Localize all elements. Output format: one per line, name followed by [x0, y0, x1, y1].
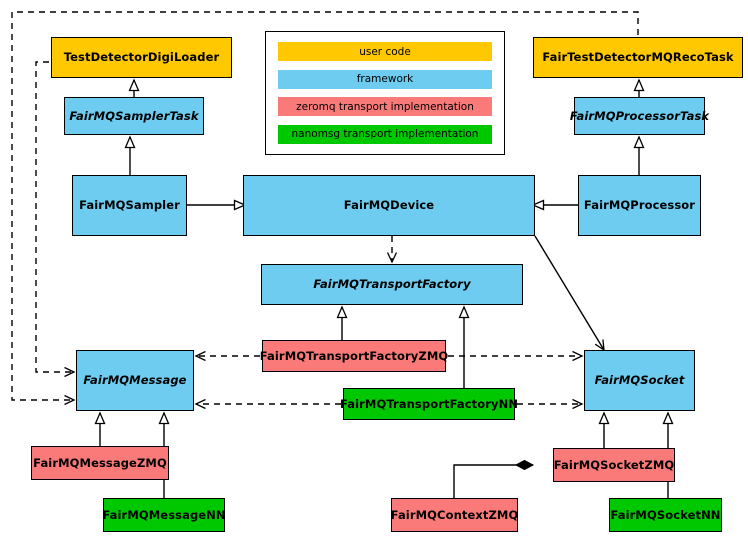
- class-node-label: FairMQProcessorTask: [569, 108, 710, 123]
- class-node-fairtestdetectormqrecotask: FairTestDetectorMQRecoTask: [533, 37, 743, 78]
- legend-item-framework: framework: [278, 69, 492, 89]
- legend-label: framework: [356, 73, 414, 86]
- class-node-fairmqprocessortask: FairMQProcessorTask: [570, 97, 709, 135]
- class-node-label: FairMQTransportFactoryNN: [339, 396, 519, 411]
- class-node-fairmqtransportfactoryzmq: FairMQTransportFactoryZMQ: [259, 340, 449, 372]
- class-node-label: FairMQMessageNN: [102, 507, 226, 522]
- class-node-label: TestDetectorDigiLoader: [63, 50, 220, 65]
- legend: user code framework zeromq transport imp…: [265, 31, 505, 155]
- class-node-fairmqprocessor: FairMQProcessor: [578, 175, 701, 236]
- class-node-fairmqsampler: FairMQSampler: [72, 175, 187, 236]
- class-node-fairmqcontextzmq: FairMQContextZMQ: [391, 498, 518, 532]
- class-node-testdetectordigiloader: TestDetectorDigiLoader: [51, 37, 232, 78]
- class-node-fairmqtransportfactorynn: FairMQTransportFactoryNN: [339, 388, 519, 420]
- class-node-label: FairMQTransportFactory: [313, 277, 471, 292]
- class-node-label: FairMQMessageZMQ: [33, 455, 167, 470]
- edge-contextzmq-to-socketzmq: [453, 465, 533, 498]
- class-node-label: FairMQSampler: [79, 198, 180, 213]
- class-node-fairmqmessagezmq: FairMQMessageZMQ: [31, 446, 169, 480]
- legend-item-user-code: user code: [278, 42, 492, 61]
- class-node-fairmqmessage: FairMQMessage: [76, 350, 194, 411]
- class-node-label: FairMQProcessor: [583, 198, 696, 213]
- class-node-fairmqsocketzmq: FairMQSocketZMQ: [553, 448, 675, 482]
- legend-item-zeromq: zeromq transport implementation: [278, 97, 492, 117]
- class-node-fairmqsocket: FairMQSocket: [584, 350, 695, 411]
- edge-device-to-socket: [534, 235, 605, 352]
- legend-label: user code: [359, 45, 411, 58]
- class-node-fairmqsocketnn: FairMQSocketNN: [609, 498, 722, 532]
- legend-item-nanomsg: nanomsg transport implementation: [278, 124, 492, 144]
- class-node-fairmqtransportfactory: FairMQTransportFactory: [261, 264, 523, 305]
- class-node-label: FairMQContextZMQ: [390, 507, 519, 522]
- class-node-label: FairMQSocketZMQ: [553, 457, 675, 472]
- class-node-label: FairMQDevice: [343, 198, 435, 213]
- class-node-fairmqsamplertask: FairMQSamplerTask: [64, 97, 204, 135]
- class-node-label: FairMQSamplerTask: [69, 108, 199, 123]
- class-node-fairmqmessagenn: FairMQMessageNN: [102, 498, 226, 532]
- class-node-label: FairTestDetectorMQRecoTask: [542, 50, 734, 65]
- class-node-label: FairMQSocket: [594, 373, 685, 388]
- class-node-fairmqdevice: FairMQDevice: [243, 175, 535, 236]
- legend-label: nanomsg transport implementation: [291, 128, 479, 141]
- class-node-label: FairMQTransportFactoryZMQ: [259, 348, 449, 363]
- legend-label: zeromq transport implementation: [296, 100, 474, 113]
- class-node-label: FairMQSocketNN: [610, 507, 721, 522]
- class-node-label: FairMQMessage: [83, 373, 187, 388]
